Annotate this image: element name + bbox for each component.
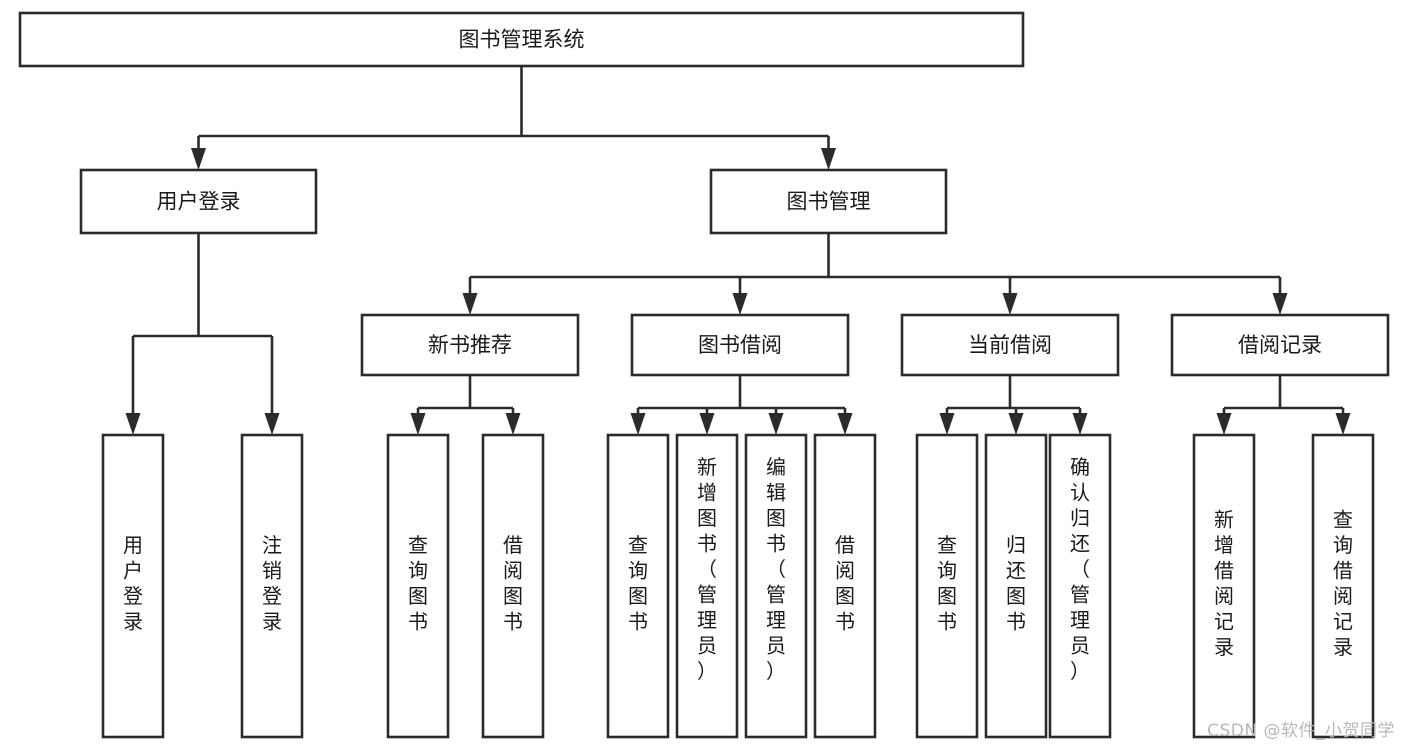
node-label-user-login: 用户登录 (157, 190, 241, 214)
node-label-book-manage: 图书管理 (787, 190, 871, 214)
connector-edges-layer (125, 66, 1351, 435)
node-label-leaf-edit-book: 编辑图书（管理员） (766, 455, 786, 683)
node-label-leaf-query-book-3: 查询图书 (937, 533, 957, 634)
connector-root-to-level2 (191, 66, 836, 170)
node-box-root[interactable] (18, 11, 1025, 68)
node-label-leaf-user-login: 用户登录 (123, 533, 143, 634)
node-current-borrow[interactable]: 当前借阅 (900, 313, 1120, 377)
node-box-leaf-edit-book[interactable] (744, 433, 808, 739)
connector-recommend-to-leaves (410, 375, 521, 435)
node-box-new-book-recommend[interactable] (360, 313, 580, 377)
node-box-leaf-query-book-2[interactable] (606, 433, 670, 739)
node-box-leaf-user-login[interactable] (101, 433, 165, 739)
node-label-leaf-query-book-2: 查询图书 (628, 533, 648, 634)
node-label-leaf-borrow-book-2: 借阅图书 (835, 533, 855, 634)
node-leaf-query-book-1[interactable]: 查询图书 (386, 433, 450, 739)
node-label-leaf-logout: 注销登录 (262, 533, 282, 634)
node-box-leaf-query-record[interactable] (1311, 433, 1375, 739)
node-box-leaf-return-book[interactable] (984, 433, 1048, 739)
node-box-leaf-query-book-1[interactable] (386, 433, 450, 739)
connector-current-to-leaves (939, 375, 1088, 435)
connector-bookmanage-to-level3 (462, 233, 1288, 315)
node-label-new-book-recommend: 新书推荐 (428, 333, 512, 357)
node-box-book-borrow[interactable] (630, 313, 850, 377)
node-box-leaf-borrow-book-2[interactable] (813, 433, 877, 739)
node-leaf-return-book[interactable]: 归还图书 (984, 433, 1048, 739)
node-label-leaf-query-record: 查询借阅记录 (1333, 508, 1353, 660)
node-leaf-logout[interactable]: 注销登录 (240, 433, 304, 739)
node-leaf-confirm-return[interactable]: 确认归还（管理员） (1048, 433, 1112, 739)
node-label-current-borrow: 当前借阅 (968, 333, 1052, 357)
node-leaf-edit-book[interactable]: 编辑图书（管理员） (744, 433, 808, 739)
node-box-current-borrow[interactable] (900, 313, 1120, 377)
connector-borrow-to-leaves (630, 375, 853, 435)
node-label-leaf-add-book: 新增图书（管理员） (697, 455, 717, 683)
node-root[interactable]: 图书管理系统 (18, 11, 1025, 68)
node-box-leaf-borrow-book-1[interactable] (481, 433, 545, 739)
node-label-leaf-confirm-return: 确认归还（管理员） (1070, 455, 1090, 683)
node-leaf-borrow-book-2[interactable]: 借阅图书 (813, 433, 877, 739)
node-leaf-add-record[interactable]: 新增借阅记录 (1192, 433, 1256, 739)
node-box-leaf-query-book-3[interactable] (915, 433, 979, 739)
node-box-leaf-add-book[interactable] (675, 433, 739, 739)
node-box-book-manage[interactable] (709, 168, 948, 235)
node-label-leaf-return-book: 归还图书 (1006, 533, 1026, 634)
node-leaf-user-login[interactable]: 用户登录 (101, 433, 165, 739)
node-box-borrow-record[interactable] (1170, 313, 1390, 377)
node-leaf-query-book-2[interactable]: 查询图书 (606, 433, 670, 739)
node-label-root: 图书管理系统 (459, 28, 585, 52)
node-user-login[interactable]: 用户登录 (79, 168, 318, 235)
node-box-leaf-add-record[interactable] (1192, 433, 1256, 739)
node-leaf-borrow-book-1[interactable]: 借阅图书 (481, 433, 545, 739)
node-label-leaf-borrow-book-1: 借阅图书 (503, 533, 523, 634)
node-box-leaf-confirm-return[interactable] (1048, 433, 1112, 739)
node-label-book-borrow: 图书借阅 (698, 333, 782, 357)
node-label-borrow-record: 借阅记录 (1238, 333, 1322, 357)
node-boxes-layer: 图书管理系统用户登录图书管理新书推荐图书借阅当前借阅借阅记录用户登录注销登录查询… (18, 11, 1390, 739)
node-book-manage[interactable]: 图书管理 (709, 168, 948, 235)
connector-record-to-leaves (1216, 375, 1351, 435)
node-label-leaf-query-book-1: 查询图书 (408, 533, 428, 634)
node-leaf-query-book-3[interactable]: 查询图书 (915, 433, 979, 739)
node-leaf-add-book[interactable]: 新增图书（管理员） (675, 433, 739, 739)
node-label-leaf-add-record: 新增借阅记录 (1214, 508, 1234, 660)
node-box-user-login[interactable] (79, 168, 318, 235)
node-new-book-recommend[interactable]: 新书推荐 (360, 313, 580, 377)
csdn-watermark: CSDN @软件_小贺同学 (1207, 721, 1395, 741)
node-leaf-query-record[interactable]: 查询借阅记录 (1311, 433, 1375, 739)
node-book-borrow[interactable]: 图书借阅 (630, 313, 850, 377)
connector-userlogin-to-leaves (125, 233, 280, 435)
node-borrow-record[interactable]: 借阅记录 (1170, 313, 1390, 377)
node-box-leaf-logout[interactable] (240, 433, 304, 739)
